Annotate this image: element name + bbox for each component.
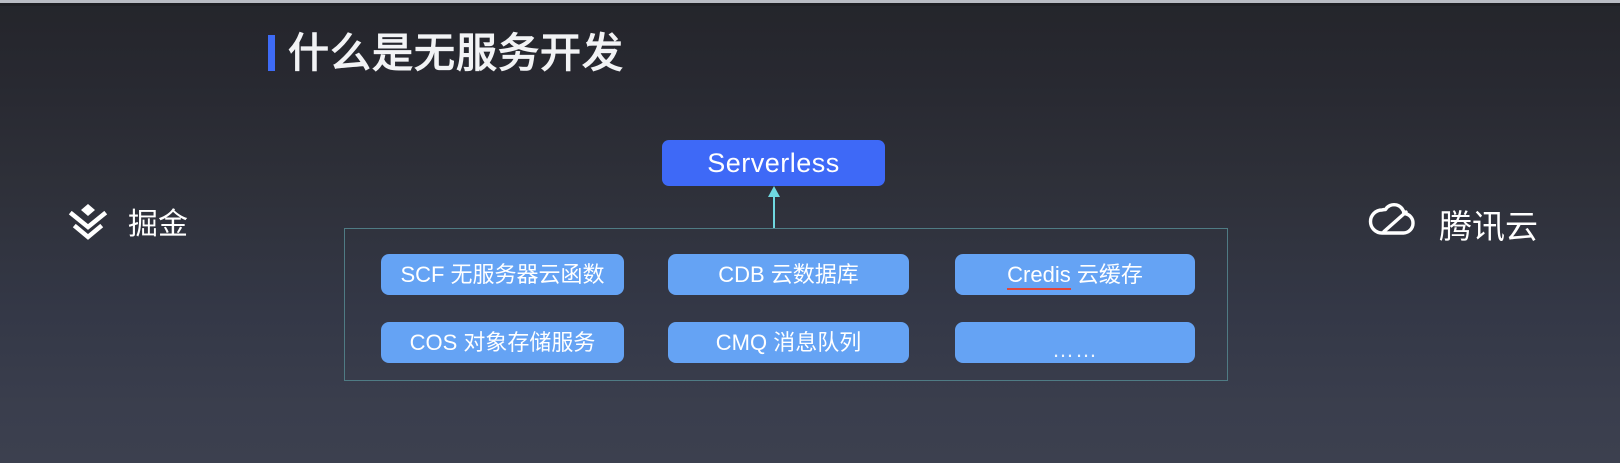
top-edge-shadow — [0, 3, 1620, 6]
brand-tencent-cloud: 腾讯云 — [1366, 202, 1538, 251]
service-box-credis: Credis 云缓存 — [955, 254, 1195, 295]
brand-juejin: 掘金 — [62, 202, 188, 248]
misspelled-word: Credis — [1007, 261, 1071, 290]
serverless-node: Serverless — [662, 140, 885, 186]
service-label-rest: 云缓存 — [1070, 261, 1143, 287]
brand-name-juejin: 掘金 — [128, 208, 188, 241]
service-box-cos: COS 对象存储服务 — [381, 322, 624, 363]
service-box-cmq: CMQ 消息队列 — [668, 322, 909, 363]
title-text: 什么是无服务开发 — [288, 29, 624, 76]
top-edge-strip — [0, 0, 1620, 3]
service-label: Credis 云缓存 — [1007, 261, 1143, 290]
service-box-cdb: CDB 云数据库 — [668, 254, 909, 295]
service-label: COS 对象存储服务 — [409, 329, 596, 355]
juejin-chevron-icon — [62, 202, 114, 249]
services-container: SCF 无服务器云函数 CDB 云数据库 Credis 云缓存 COS 对象存储… — [344, 228, 1228, 381]
serverless-label: Serverless — [707, 147, 840, 178]
service-label: CDB 云数据库 — [718, 261, 859, 287]
title-accent-bar — [268, 35, 275, 71]
service-box-scf: SCF 无服务器云函数 — [381, 254, 624, 295]
service-label: …… — [1052, 336, 1098, 362]
page-title: 什么是无服务开发 — [268, 26, 624, 80]
brand-name-tencent-cloud: 腾讯云 — [1439, 207, 1538, 245]
services-row: SCF 无服务器云函数 CDB 云数据库 Credis 云缓存 — [345, 254, 1229, 295]
services-row: COS 对象存储服务 CMQ 消息队列 …… — [345, 322, 1229, 363]
service-label: CMQ 消息队列 — [715, 329, 862, 355]
tencent-cloud-icon — [1366, 202, 1426, 251]
service-label: SCF 无服务器云函数 — [400, 261, 605, 287]
service-box-more: …… — [955, 322, 1195, 363]
up-arrow-icon — [766, 186, 782, 228]
